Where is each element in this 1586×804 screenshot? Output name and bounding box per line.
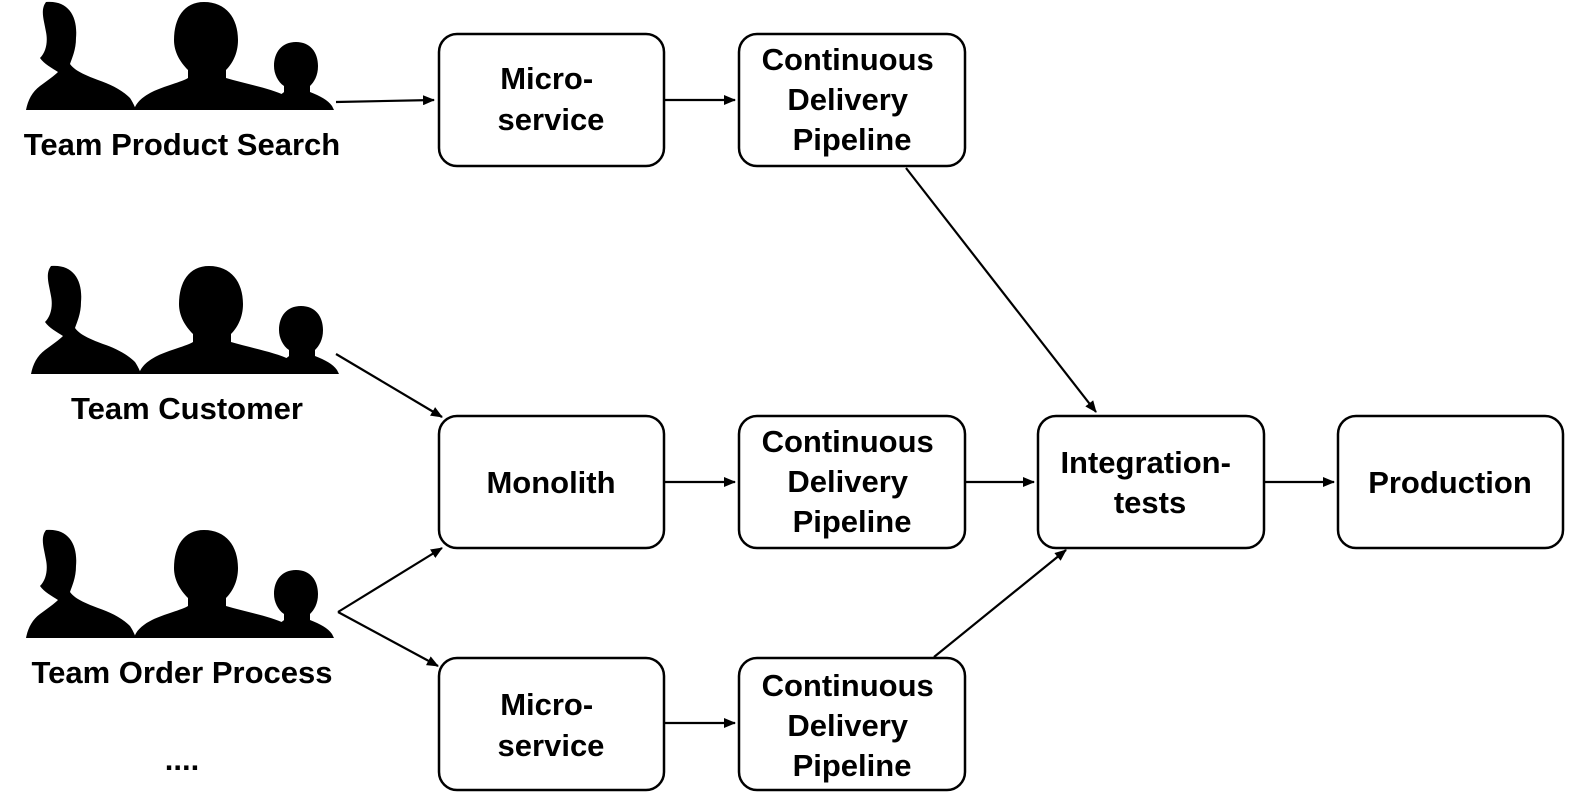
node-microservice-bottom: Micro- service xyxy=(437,656,666,792)
team-label-customer: Team Customer xyxy=(71,391,303,426)
node-text-line: Integration- xyxy=(1060,445,1231,480)
svg-text:Production: Production xyxy=(1368,465,1532,500)
svg-text:Continuous Delivery: Continuous Delivery Pipeline xyxy=(762,668,943,783)
team-label-order-process: Team Order Process xyxy=(32,655,333,690)
edge-customer-to-monolith xyxy=(335,353,443,418)
svg-text:Continuous Delivery: Continuous Delivery Pipeline xyxy=(762,42,943,157)
node-integration-tests: Integration- tests xyxy=(1036,414,1266,550)
node-text-line: Delivery xyxy=(787,464,908,499)
node-production: Production xyxy=(1336,414,1565,550)
svg-text:Monolith: Monolith xyxy=(486,465,615,500)
node-text-line: Pipeline xyxy=(793,122,912,157)
node-text-line: Monolith xyxy=(486,465,615,500)
node-text-line: Production xyxy=(1368,465,1532,500)
node-text-line: service xyxy=(498,102,605,137)
node-text-line: service xyxy=(498,728,605,763)
node-cd-pipeline-top: Continuous Delivery Pipeline xyxy=(737,32,967,168)
edge-product-search-to-microservice xyxy=(335,95,435,106)
edge-cd-bottom-to-integration xyxy=(933,549,1067,658)
svg-text:Micro- service: Micro- service xyxy=(498,61,605,137)
team-label-product-search: Team Product Search xyxy=(24,127,340,162)
svg-text:Integration- tests: Integration- tests xyxy=(1060,445,1239,520)
team-people-icon xyxy=(31,265,339,374)
node-cd-pipeline-bottom: Continuous Delivery Pipeline xyxy=(737,656,967,792)
ellipsis-more-teams: .... xyxy=(165,742,199,777)
node-text-line: Pipeline xyxy=(793,748,912,783)
svg-text:Continuous Delivery: Continuous Delivery Pipeline xyxy=(762,424,943,539)
node-text-line: Micro- xyxy=(500,61,593,96)
node-text-line: Delivery xyxy=(787,82,908,117)
node-text-line: Continuous xyxy=(762,668,934,703)
node-text-line: Micro- xyxy=(500,687,593,722)
node-text-line: Pipeline xyxy=(793,504,912,539)
svg-text:Micro- service: Micro- service xyxy=(498,687,605,763)
node-monolith: Monolith xyxy=(437,414,666,550)
node-text-line: tests xyxy=(1114,485,1186,520)
node-text-line: Continuous xyxy=(762,424,934,459)
team-people-icon xyxy=(26,529,334,638)
node-cd-pipeline-mid: Continuous Delivery Pipeline xyxy=(737,414,967,550)
edge-cd-top-to-integration xyxy=(905,167,1097,413)
edge-order-to-microservice-bottom xyxy=(337,611,439,667)
edge-order-to-monolith xyxy=(337,547,443,613)
node-text-line: Delivery xyxy=(787,708,908,743)
team-people-icon xyxy=(26,1,334,111)
node-microservice-top: Micro- service xyxy=(437,32,666,168)
node-text-line: Continuous xyxy=(762,42,934,77)
